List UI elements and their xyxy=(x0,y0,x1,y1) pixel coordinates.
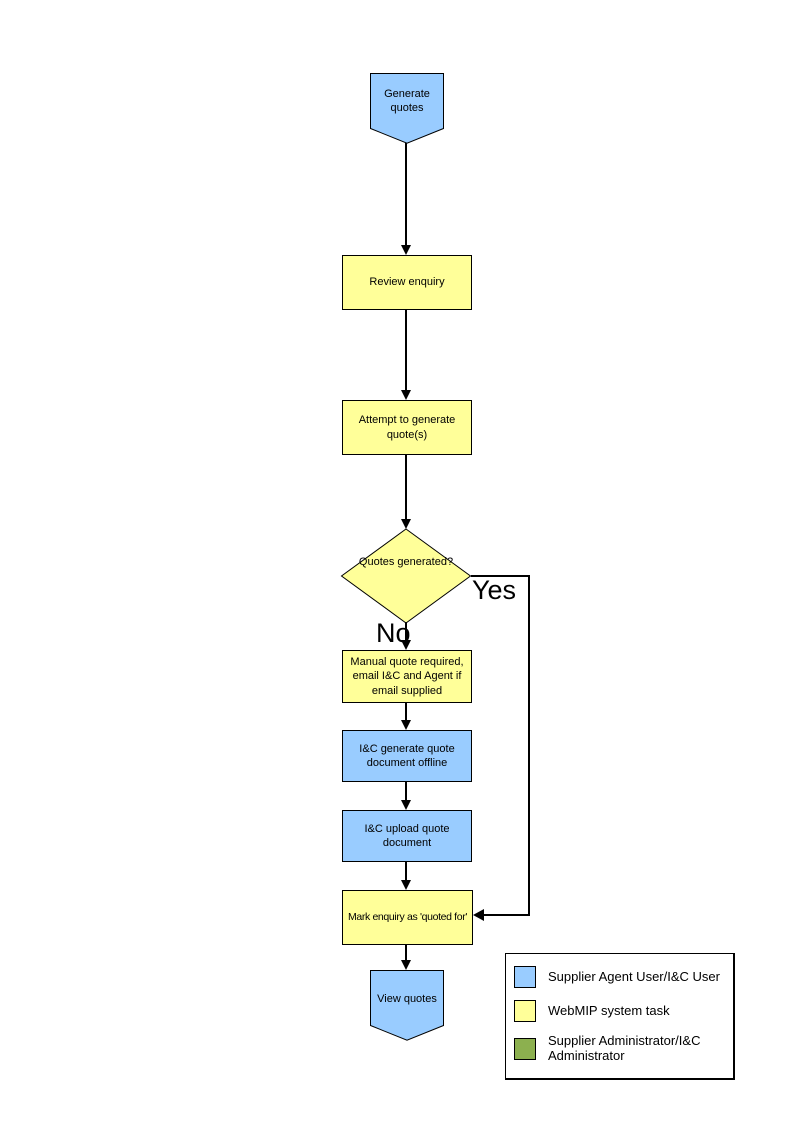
legend-swatch-yellow xyxy=(514,1000,536,1022)
legend-item-agent-user: Supplier Agent User/I&C User xyxy=(514,966,725,988)
legend-label: Supplier Administrator/I&C Administrator xyxy=(548,1033,701,1063)
node-label: Quotes generated? xyxy=(358,556,454,568)
node-label: Review enquiry xyxy=(369,276,445,289)
connector-yes-horizontal xyxy=(471,575,530,577)
node-label: Attempt to generate quote(s) xyxy=(358,414,456,441)
arrowhead-down xyxy=(401,245,411,255)
connector-review-attempt xyxy=(405,310,407,391)
arrowhead-down xyxy=(401,720,411,730)
connector-mark-end xyxy=(405,945,407,961)
diamond-shape xyxy=(340,528,472,624)
arrowhead-down xyxy=(401,880,411,890)
node-review-enquiry: Review enquiry xyxy=(342,255,472,310)
legend-item-system-task: WebMIP system task xyxy=(514,1000,725,1022)
connector-attempt-decision xyxy=(405,455,407,520)
node-generate-quotes: Generate quotes xyxy=(370,73,444,144)
node-quotes-generated-decision: Quotes generated? xyxy=(340,528,472,624)
connector-yes-into-mark xyxy=(484,914,530,916)
node-manual-quote-required: Manual quote required, email I&C and Age… xyxy=(342,650,472,703)
node-view-quotes: View quotes xyxy=(370,970,444,1041)
node-label: Mark enquiry as 'quoted for' xyxy=(347,910,468,923)
arrowhead-down xyxy=(401,519,411,529)
node-label: Generate quotes xyxy=(384,88,430,115)
node-label: View quotes xyxy=(377,993,437,1005)
node-label: Manual quote required, email I&C and Age… xyxy=(350,656,464,697)
pentagon-shape xyxy=(370,73,444,144)
connector-no xyxy=(405,622,407,641)
connector-yes-vertical xyxy=(528,575,530,916)
connector-offline-upload xyxy=(405,782,407,801)
arrowhead-down xyxy=(401,390,411,400)
arrowhead-down xyxy=(401,960,411,970)
arrowhead-left xyxy=(473,909,484,921)
arrowhead-down xyxy=(401,800,411,810)
node-mark-quoted: Mark enquiry as 'quoted for' xyxy=(342,890,473,945)
connector-upload-mark xyxy=(405,862,407,881)
connector-start-review xyxy=(405,143,407,246)
branch-label-yes: Yes xyxy=(472,575,517,605)
node-attempt-generate: Attempt to generate quote(s) xyxy=(342,400,472,455)
node-label: I&C upload quote document xyxy=(364,822,450,849)
legend-item-administrator: Supplier Administrator/I&C Administrator xyxy=(514,1033,725,1064)
pentagon-shape xyxy=(370,970,444,1041)
legend-box: Supplier Agent User/I&C User WebMIP syst… xyxy=(505,953,735,1080)
node-generate-offline: I&C generate quote document offline xyxy=(342,730,472,782)
node-label: I&C generate quote document offline xyxy=(359,742,455,769)
legend-label: Supplier Agent User/I&C User xyxy=(548,968,720,984)
arrowhead-down xyxy=(401,640,411,650)
node-upload-quote: I&C upload quote document xyxy=(342,810,472,862)
connector-manual-offline xyxy=(405,703,407,721)
legend-swatch-blue xyxy=(514,966,536,988)
legend-swatch-green xyxy=(514,1037,536,1060)
legend-label: WebMIP system task xyxy=(548,1002,670,1018)
